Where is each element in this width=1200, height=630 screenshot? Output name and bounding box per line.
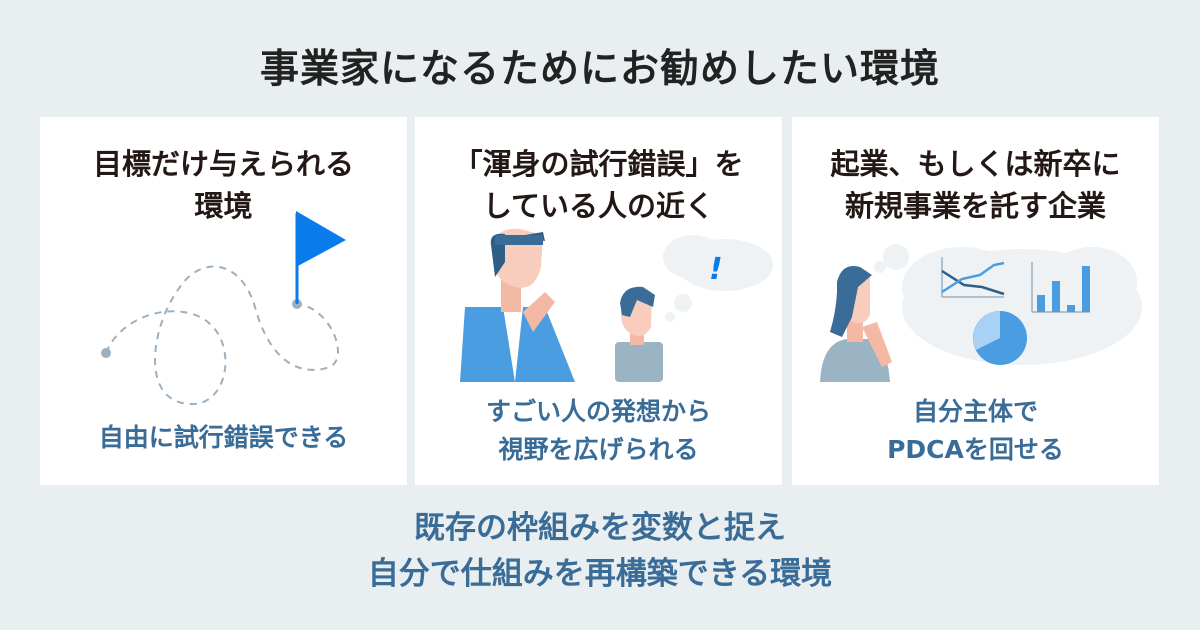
page-title: 事業家になるためにお勧めしたい環境 <box>259 47 940 92</box>
panel-caption-line: PDCAを回せる <box>887 435 1064 464</box>
panel-heading-line: 起業、もしくは新卒に <box>830 147 1121 181</box>
flag-path-icon <box>101 211 346 406</box>
panel-caption-line: すごい人の発想から <box>485 397 711 426</box>
panel-heading-line: 「渾身の試行錯誤」を <box>453 147 744 181</box>
panel-caption-line: 自由に試行錯誤できる <box>98 423 349 452</box>
conclusion-line: 自分で仕組みを再構築できる環境 <box>367 556 833 592</box>
exclamation-icon: ! <box>709 252 723 287</box>
panel-goal-only: 目標だけ与えられる 環境 自由に試行錯誤できる <box>40 117 407 485</box>
panel-caption-line: 自分主体で <box>912 397 1038 426</box>
panel-new-business-company: 起業、もしくは新卒に 新規事業を託す企業 自分主体で PDCAを回せる <box>792 117 1159 485</box>
conclusion-text: 既存の枠組みを変数と捉え 自分で仕組みを再構築できる環境 <box>0 505 1200 597</box>
panel-near-experts: ! 「渾身の試行錯誤」を している人の近く すごい人の発想から 視野を広げられる <box>415 117 782 485</box>
panel-heading-line: している人の近く <box>482 189 715 223</box>
panel-heading-line: 新規事業を託す企業 <box>844 189 1106 223</box>
panel-heading-line: 環境 <box>194 189 253 223</box>
conclusion-line: 既存の枠組みを変数と捉え <box>414 510 786 546</box>
people-thinking-icon: ! <box>460 228 773 382</box>
panel-heading-line: 目標だけ与えられる <box>92 147 354 181</box>
panel-caption-line: 視野を広げられる <box>498 435 699 464</box>
woman-charts-icon <box>820 244 1142 382</box>
